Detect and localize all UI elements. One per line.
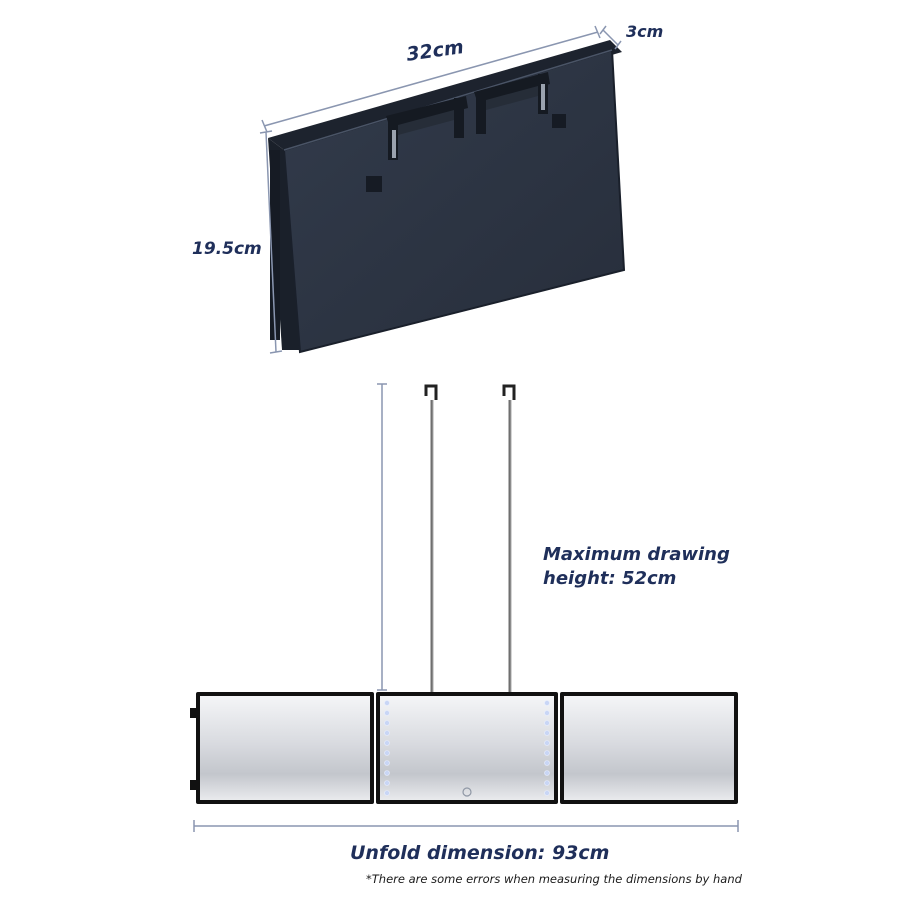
unfolded-mirror [190, 384, 738, 804]
folded-depth-label: 3cm [626, 22, 664, 41]
unfold-dimension-label: Unfold dimension: 93cm [350, 842, 610, 864]
mirror-panel-right [560, 692, 738, 804]
max-height-label-line2: height: 52cm [543, 568, 677, 589]
extension-rod-left [424, 384, 438, 692]
case-clip [366, 176, 382, 192]
unfolded-dimension-lines [193, 383, 739, 832]
case-handle-left [386, 96, 468, 160]
mirror-panel-center [376, 692, 558, 804]
folded-dimension-lines [259, 25, 622, 354]
folded-height-label: 19.5cm [192, 239, 262, 259]
touch-button-icon [462, 787, 472, 797]
mirror-panel-left [190, 692, 374, 804]
case-clip [552, 114, 566, 128]
case-hinge [270, 150, 280, 340]
folded-mirror-case [268, 40, 626, 354]
case-handle-right [474, 72, 550, 134]
measurement-note: *There are some errors when measuring th… [366, 872, 742, 886]
led-strip-right [544, 700, 550, 796]
led-strip-left [384, 700, 390, 796]
max-height-label-line1: Maximum drawing [543, 544, 730, 565]
extension-rod-right [502, 384, 516, 692]
